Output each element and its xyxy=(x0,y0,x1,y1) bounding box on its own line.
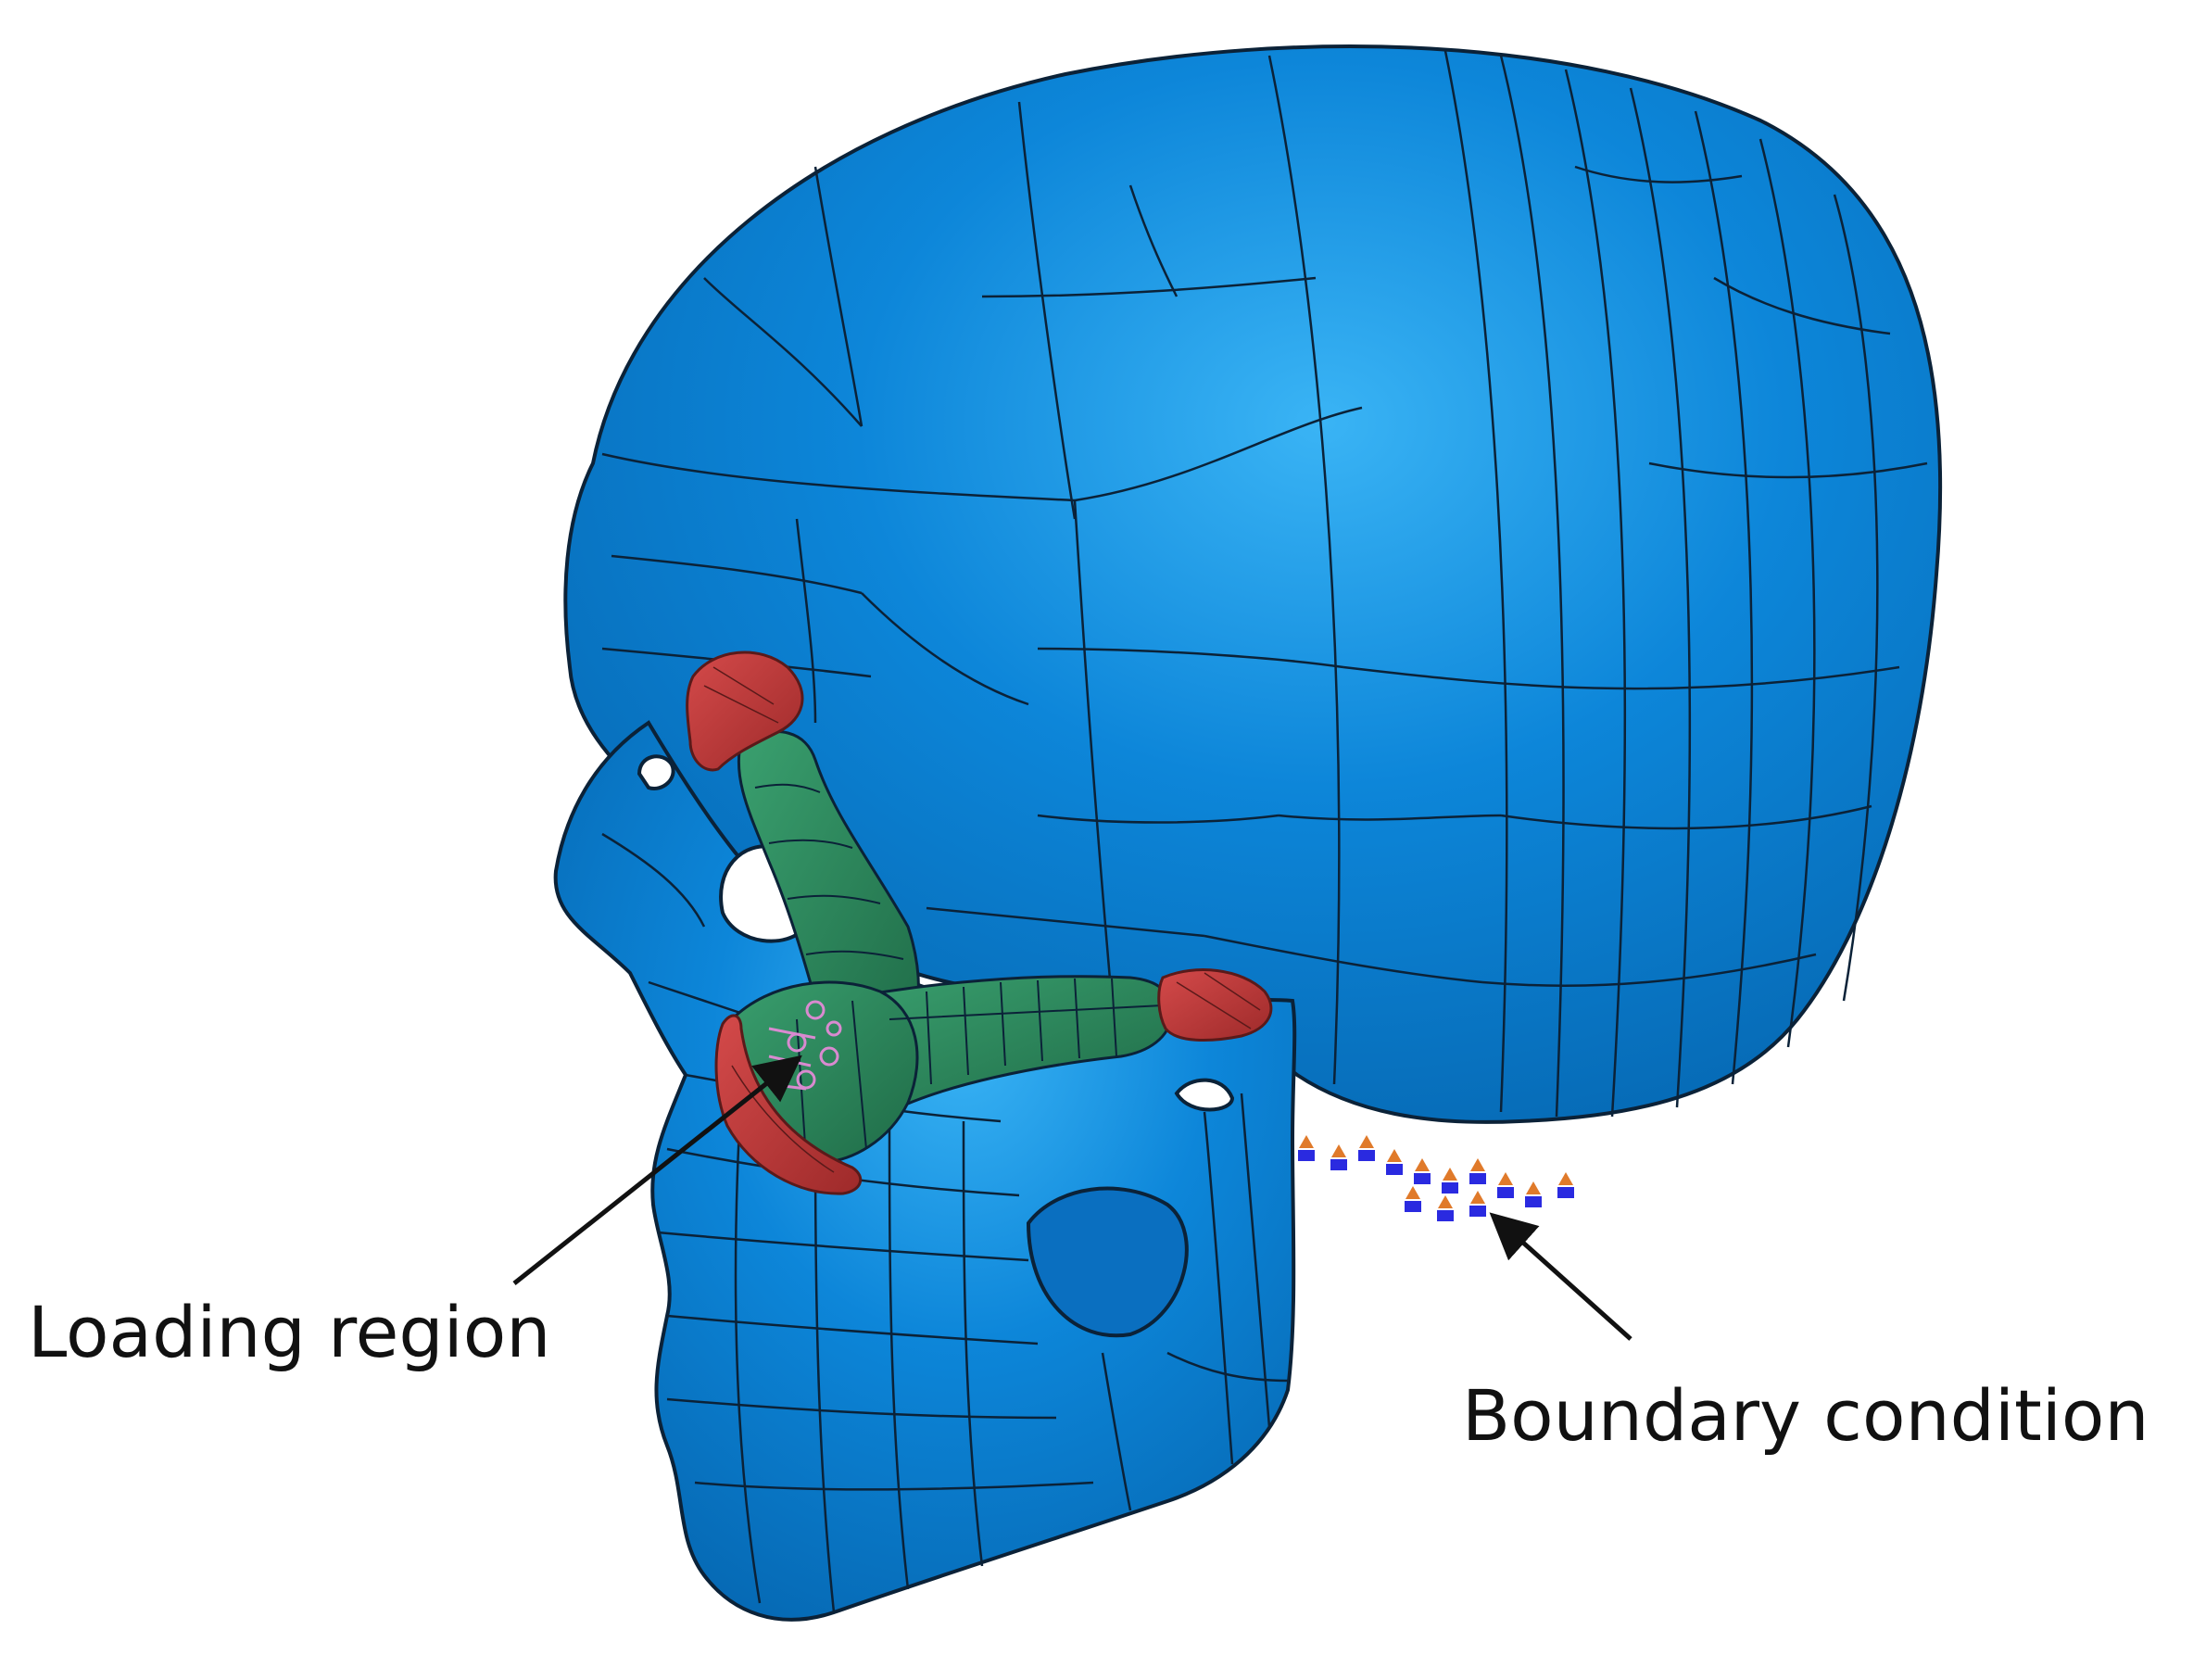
skull-model xyxy=(553,44,1943,1622)
boundary-markers xyxy=(1298,1135,1574,1221)
boundary-arrow xyxy=(1489,1212,1632,1341)
cap-mesh xyxy=(703,666,1261,1173)
boundary-marker xyxy=(1405,1186,1421,1212)
boundary-marker xyxy=(1525,1181,1542,1207)
boundary-marker xyxy=(1557,1172,1574,1198)
mesh-lines xyxy=(601,50,1928,1118)
orbit-small-opening xyxy=(637,754,675,790)
loading-region-label: Loading region xyxy=(28,1291,551,1373)
boundary-marker xyxy=(1358,1135,1375,1161)
boundary-marker xyxy=(1386,1149,1403,1175)
boundary-marker xyxy=(1330,1144,1347,1170)
mandible-notch xyxy=(1026,1186,1189,1338)
boundary-marker xyxy=(1414,1158,1431,1184)
boundary-marker xyxy=(1497,1172,1514,1198)
implant xyxy=(686,651,1273,1195)
loading-arrow xyxy=(512,1055,802,1285)
boundary-condition-label: Boundary condition xyxy=(1462,1374,2149,1457)
boundary-marker xyxy=(1442,1168,1458,1194)
implant-cap-top xyxy=(686,651,804,772)
zygomatic-gap xyxy=(1174,1078,1235,1112)
boundary-marker xyxy=(1469,1191,1486,1217)
boundary-marker xyxy=(1469,1158,1486,1184)
boundary-marker xyxy=(1437,1195,1454,1221)
boundary-marker xyxy=(1298,1135,1315,1161)
implant-cap-right xyxy=(1157,968,1273,1042)
